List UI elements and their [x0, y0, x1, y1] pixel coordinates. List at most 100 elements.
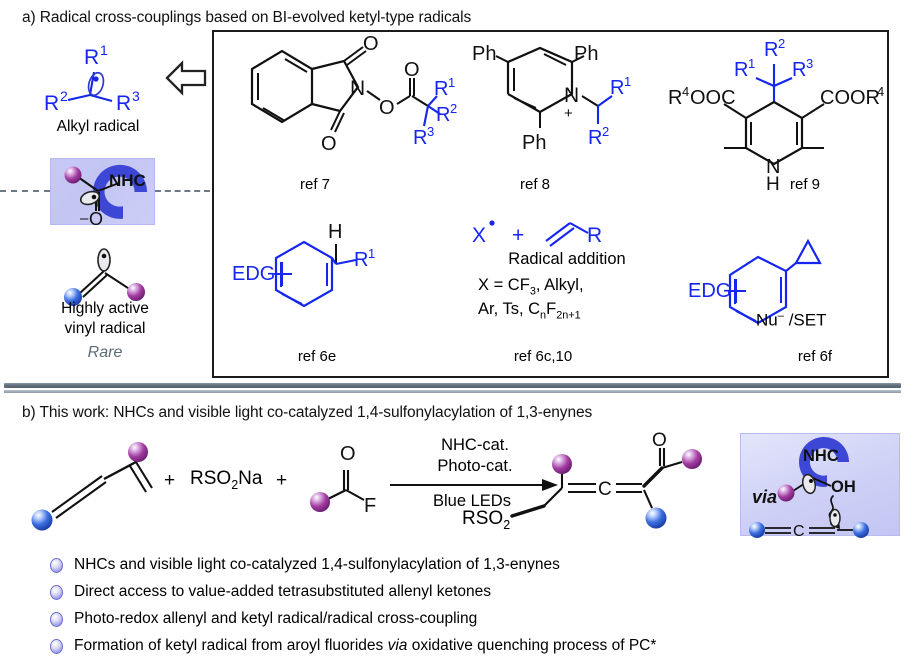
- ref7-ester-o-label: O: [379, 97, 395, 119]
- ref8-r1-sup: 1: [624, 74, 631, 89]
- scheme-plus-2: +: [276, 470, 288, 491]
- ref9-left-ester-label: R: [668, 87, 682, 109]
- ref6e-r1-label: R: [354, 249, 368, 271]
- ref7-ketone-o-label: O: [404, 59, 420, 81]
- ref6c10-scope-line2: Ar, Ts, CnF2n+1: [478, 300, 581, 322]
- alkyl-r1-label: R: [84, 46, 99, 69]
- nhc-ketyl-svg: NHC O –: [64, 164, 148, 229]
- via-mechanism-svg: NHC OH C: [749, 436, 869, 540]
- ref8-ph-right-label: Ph: [574, 43, 598, 65]
- enyne-svg: [31, 442, 153, 531]
- alkyl-radical-svg: R 1 R 2 R 3: [44, 42, 140, 115]
- nu-negative-charge: –: [777, 310, 784, 322]
- product-purple-sphere-right: [682, 449, 702, 469]
- f2n1-subscript: 2n+1: [556, 309, 581, 322]
- structure-ref7: O O N O O R 1 R 2 R 3: [232, 33, 457, 179]
- vinyl-radical-svg: [64, 248, 145, 306]
- arrow-condition-above-line1: NHC-cat.: [441, 436, 509, 454]
- ref7-carbonyl-o-top: O: [363, 33, 379, 55]
- acyl-fluoride-svg: O F: [310, 443, 376, 517]
- alkyl-r1-sup: 1: [100, 42, 108, 58]
- katritzky-salt-svg: Ph Ph Ph N + R 1 R 2: [472, 43, 631, 154]
- nhpi-ester-svg: O O N O O R 1 R 2 R 3: [250, 33, 457, 155]
- ref7-r2-label: R: [436, 104, 450, 126]
- ref6e-r1-sup: 1: [368, 246, 375, 261]
- ref9-right-ester-sup: 4: [877, 84, 884, 99]
- ref6c10-scope-line1: X = CF3, Alkyl,: [478, 276, 584, 298]
- cn-subscript: n: [540, 309, 547, 322]
- acyl-fluoride-purple-sphere: [310, 492, 330, 512]
- bullet-dot-icon: [50, 584, 63, 600]
- ref6c10-plus-label: +: [512, 224, 524, 247]
- ref6e-hydrogen-label: H: [328, 221, 342, 243]
- ref9-r3-label: R: [792, 59, 806, 81]
- bullet-item-3: Formation of ketyl radical from aroyl fl…: [50, 637, 656, 655]
- panel-a-heading: a) Radical cross-couplings based on BI-e…: [22, 9, 472, 26]
- alkyl-r2-label: R: [44, 92, 59, 115]
- left-arrow-icon: [163, 58, 209, 98]
- nhc-ketyl-highlight-box: NHC O –: [50, 158, 155, 229]
- ref7-r3-sup: 3: [427, 124, 434, 139]
- ref9-label: ref 9: [789, 176, 820, 193]
- ref8-r1-label: R: [610, 77, 624, 99]
- structure-ref6c10: X + R: [470, 215, 660, 255]
- via-blue-sphere-left: [749, 522, 765, 538]
- ref7-r3-label: R: [413, 127, 427, 149]
- bullet-dot-icon: [50, 611, 63, 627]
- structure-ref6f: EDG: [688, 225, 880, 335]
- product-rso2-subscript: 2: [503, 517, 511, 532]
- enyne-substrate-structure: [24, 440, 164, 535]
- bullet-via-italic: via: [387, 637, 408, 654]
- via-allene-c-label: C: [793, 523, 805, 540]
- bullet-text: Photo-redox allenyl and ketyl radical/ra…: [74, 610, 478, 627]
- ref9-r2-label: R: [764, 39, 778, 61]
- enyne-blue-sphere: [31, 509, 53, 531]
- arrow-condition-above-line2: Photo-cat.: [437, 457, 513, 475]
- bullet-item-1: Direct access to value-added tetrasubsti…: [50, 583, 491, 601]
- ref8-r2-sup: 2: [602, 124, 609, 139]
- arrow-condition-below: Blue LEDs: [433, 492, 511, 510]
- alkyl-r3-sup: 3: [132, 88, 140, 104]
- radical-addition-svg: X + R: [472, 220, 602, 247]
- vinyl-radical-label-line1: Highly active: [61, 300, 149, 317]
- panel-b-heading: b) This work: NHCs and visible light co-…: [22, 404, 593, 421]
- ref8-positive-charge: +: [564, 105, 573, 122]
- via-purple-sphere: [777, 484, 795, 502]
- aryl-cyclopropane-svg: EDG: [688, 238, 822, 325]
- product-allene-center-c: C: [598, 479, 612, 500]
- ref7-r1-sup: 1: [448, 75, 455, 90]
- ref9-nitrogen-label: N: [766, 156, 780, 178]
- bullet-dot-icon: [50, 557, 63, 573]
- via-nhc-label: NHC: [803, 447, 839, 465]
- ref9-right-ester-rest: COOR: [820, 87, 880, 109]
- vinyl-radical-label-line2: vinyl radical: [64, 320, 146, 337]
- bullet-text: Direct access to value-added tetrasubsti…: [74, 583, 492, 600]
- acyl-fluoride-oxygen-label: O: [340, 443, 356, 465]
- structure-ref9: R 2 R 1 R 3 R 4 OOC COOR 4 N H: [668, 34, 890, 195]
- allenyl-ketone-product-structure: C O: [500, 430, 715, 537]
- hantzsch-ester-svg: R 2 R 1 R 3 R 4 OOC COOR 4 N H: [668, 36, 884, 195]
- scheme-plus-1: +: [164, 470, 176, 491]
- panel-divider-rule-thin: [4, 390, 901, 393]
- ref9-left-ester-sup: 4: [682, 84, 689, 99]
- acyl-fluoride-f-label: F: [364, 495, 376, 517]
- reference-structures-panel: [212, 30, 889, 378]
- via-nhc-crescent-shape: [799, 436, 849, 487]
- ref9-nh-hydrogen-label: H: [766, 174, 780, 195]
- bullet-dot-icon: [50, 638, 63, 654]
- ref7-r2-sup: 2: [450, 101, 457, 116]
- via-label: via: [752, 487, 778, 507]
- nhc-box-label: NHC: [109, 171, 146, 190]
- ref7-nitrogen-label: N: [350, 77, 365, 100]
- ref9-r1-label: R: [734, 59, 748, 81]
- ref9-r1-sup: 1: [748, 56, 755, 71]
- ref7-label: ref 7: [299, 176, 330, 193]
- ref6c10-x-radical-label: X: [472, 224, 486, 247]
- alkyl-r3-label: R: [116, 92, 131, 115]
- enyne-purple-sphere: [128, 442, 148, 462]
- ref8-nitrogen-label: N: [564, 84, 579, 107]
- product-blue-sphere: [645, 507, 667, 529]
- ref6f-edg-label: EDG: [688, 280, 731, 302]
- vinyl-radical-rarity-label: Rare: [87, 344, 123, 361]
- ref6c10-alkene-r-label: R: [587, 224, 602, 247]
